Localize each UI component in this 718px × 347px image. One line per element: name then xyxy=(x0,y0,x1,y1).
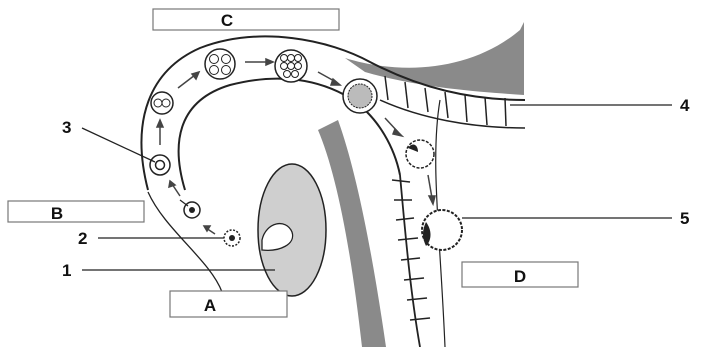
uterus-outline xyxy=(400,175,420,347)
label-box-a[interactable]: A xyxy=(170,291,287,317)
released-egg xyxy=(224,230,240,246)
label-c-text: C xyxy=(221,11,233,30)
two-cell-stage xyxy=(151,92,173,114)
pointer-3 xyxy=(82,128,155,162)
pointer-lines xyxy=(82,105,672,292)
eight-cell-stage xyxy=(275,50,307,82)
number-5: 5 xyxy=(680,209,689,228)
label-box-d[interactable]: D xyxy=(462,262,578,287)
endometrium-ticks-side xyxy=(392,180,430,320)
number-4: 4 xyxy=(680,96,690,115)
label-a-text: A xyxy=(204,296,216,315)
blastocyst xyxy=(406,140,434,168)
implanting-embryo xyxy=(422,210,462,250)
number-3: 3 xyxy=(62,118,71,137)
label-box-c[interactable]: C xyxy=(153,9,339,30)
four-cell-stage xyxy=(205,49,235,79)
number-1: 1 xyxy=(62,261,71,280)
label-box-b[interactable]: B xyxy=(8,201,144,223)
morula xyxy=(343,79,377,113)
label-b-text: B xyxy=(51,204,63,223)
fertilization-cell xyxy=(180,200,200,218)
label-d-text: D xyxy=(514,267,526,286)
zygote xyxy=(150,155,170,175)
uterine-wall-vertical xyxy=(318,120,386,347)
number-2: 2 xyxy=(78,229,87,248)
